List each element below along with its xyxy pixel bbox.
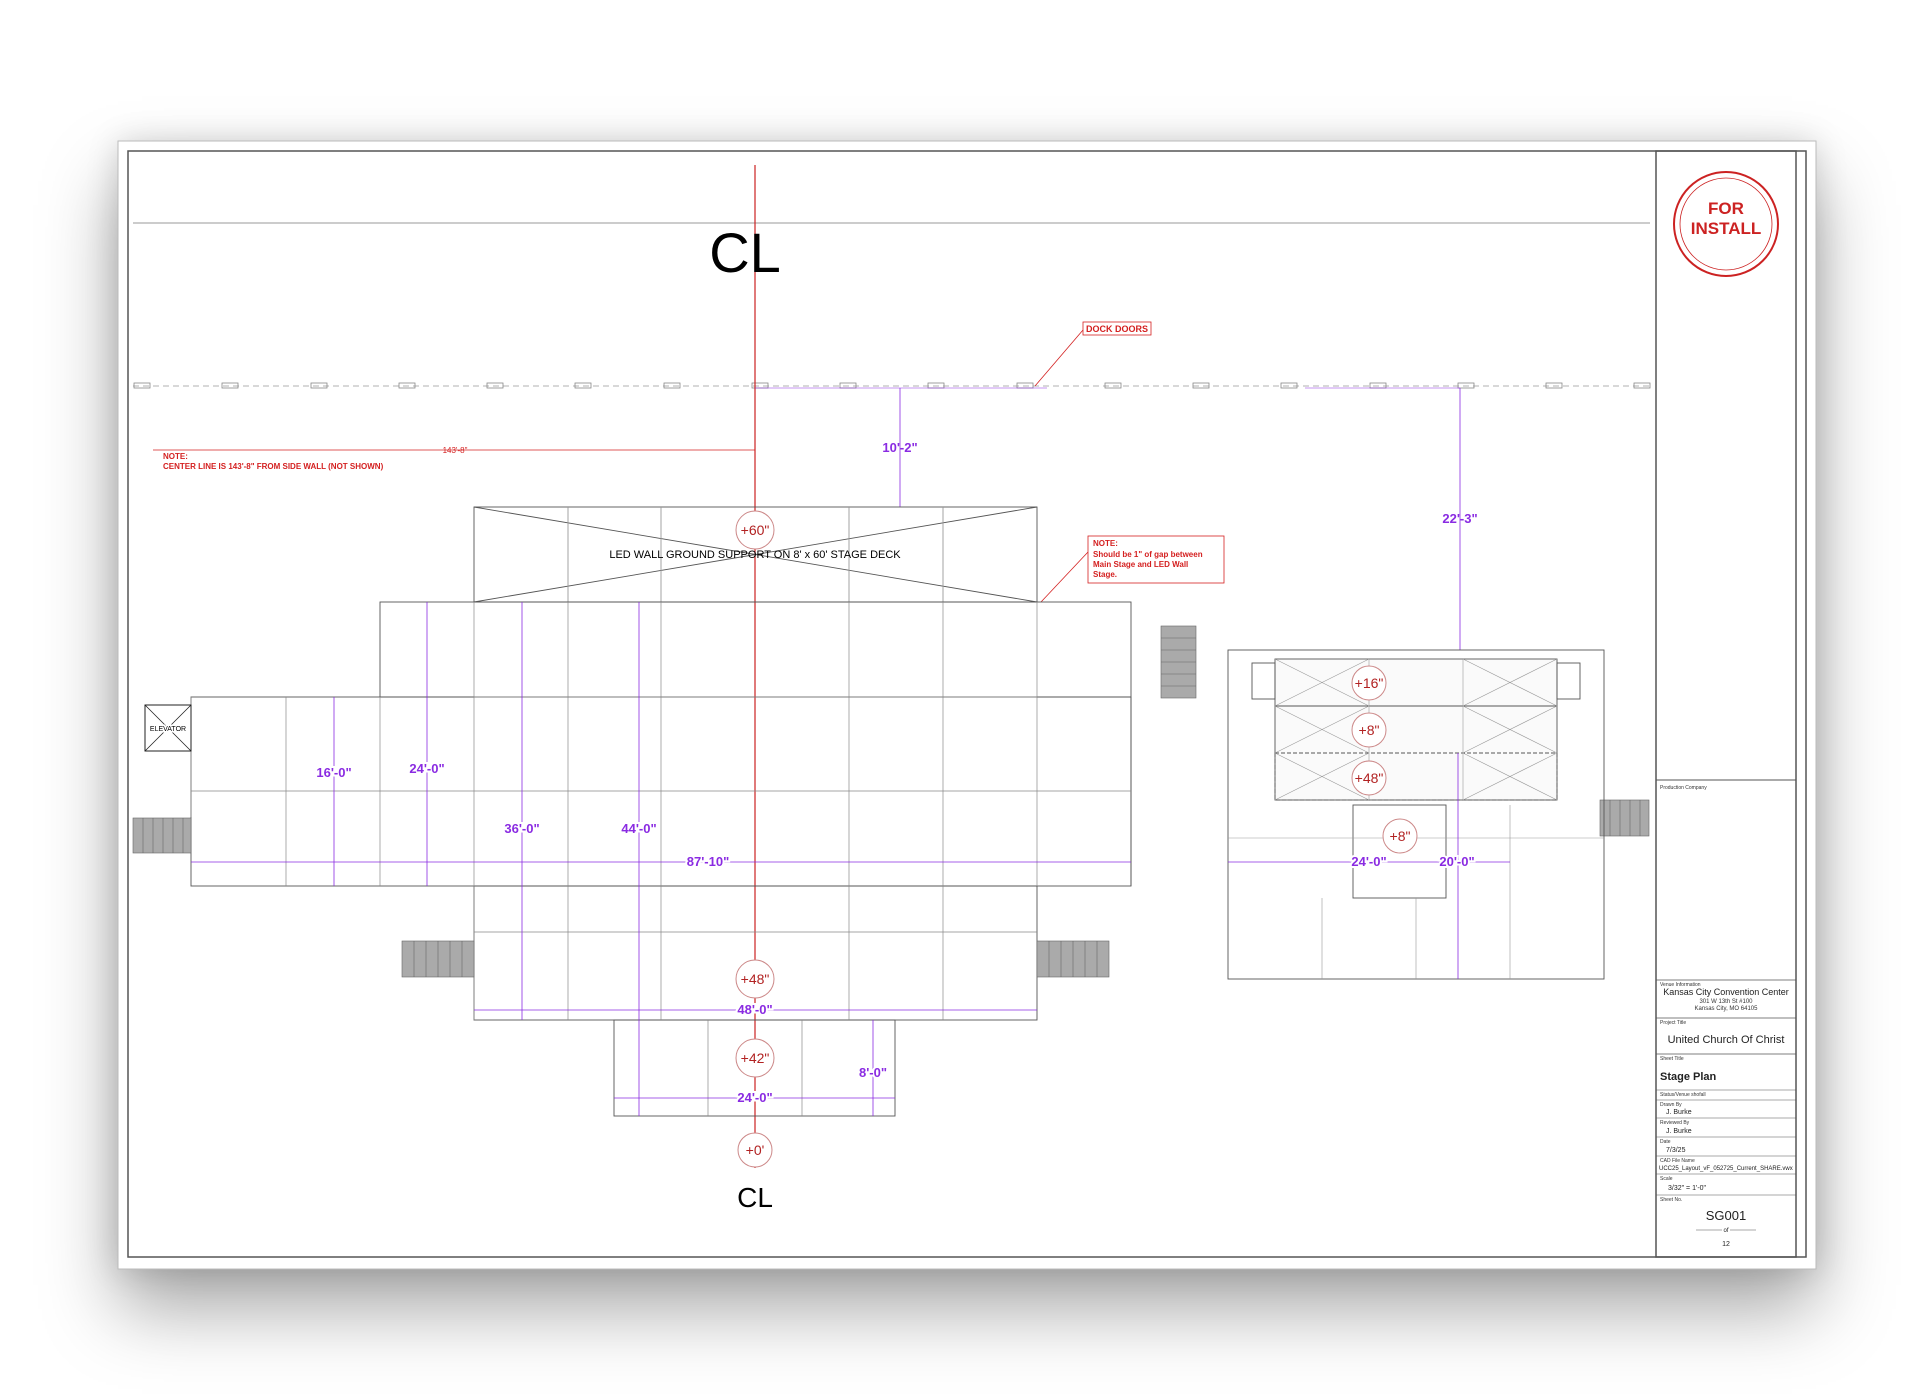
tb-scale-label: Scale [1660, 1176, 1673, 1182]
note-centerline-dimension: 143'-8" [443, 446, 468, 455]
note-centerline: 143'-8" NOTE: CENTER LINE IS 143'-8" FRO… [153, 446, 755, 471]
elevation-side-mid: +8" [1351, 712, 1387, 748]
elevation-side-top: +16" [1351, 665, 1387, 701]
svg-text:+16": +16" [1355, 675, 1384, 691]
dim-24b: 24'-0" [737, 1090, 772, 1105]
tb-date: 7/3/25 [1666, 1147, 1686, 1154]
elevator: ELEVATOR [144, 704, 192, 752]
note-centerline-text: CENTER LINE IS 143'-8" FROM SIDE WALL (N… [163, 462, 384, 471]
tb-sheet-title-label: Sheet Title [1660, 1056, 1684, 1062]
tb-venue-addr1: 301 W 13th St #100 [1699, 999, 1753, 1005]
tb-status-label: Status/Venue shofall [1660, 1092, 1706, 1098]
elevation-main-front: +48" [735, 959, 775, 999]
main-stage-dimensions [191, 602, 1131, 1116]
dim-24a: 24'-0" [409, 761, 444, 776]
svg-text:+48": +48" [1355, 770, 1384, 786]
dim-16: 16'-0" [316, 765, 351, 780]
tb-reviewed-label: Reviewed By [1660, 1120, 1690, 1126]
dim-20: 20'-0" [1439, 854, 1474, 869]
svg-text:+0': +0' [746, 1142, 765, 1158]
centerline-symbol-top: CL [709, 221, 781, 284]
tb-venue-label: Venue Information [1660, 982, 1701, 988]
tb-sheet-total: 12 [1722, 1241, 1730, 1248]
tb-reviewed-by: J. Burke [1666, 1128, 1692, 1135]
title-block-frame [1655, 150, 1797, 1258]
tb-date-label: Date [1660, 1139, 1671, 1145]
dock-doors-label: DOCK DOORS [1086, 324, 1148, 334]
dim-24c: 24'-0" [1351, 854, 1386, 869]
note-gap: NOTE: Should be 1" of gap between Main S… [1040, 535, 1225, 603]
title-block: Production Company Venue Information Kan… [1656, 785, 1796, 1248]
tb-production-label: Production Company [1660, 785, 1707, 791]
tb-sheet-title: Stage Plan [1660, 1071, 1717, 1083]
dock-doors-label-box: DOCK DOORS [1034, 321, 1152, 387]
svg-text:+42": +42" [741, 1050, 770, 1066]
elevation-side-low: +48" [1351, 760, 1387, 796]
tb-cad-label: CAD File Name [1660, 1158, 1695, 1164]
stairs-right [1599, 799, 1650, 837]
led-wall-label: LED WALL GROUND SUPPORT ON 8' x 60' STAG… [609, 549, 901, 561]
note-centerline-title: NOTE: [163, 452, 188, 461]
dim-87: 87'-10" [687, 854, 730, 869]
svg-text:+60": +60" [741, 522, 770, 538]
tb-cad-file: UCC25_Layout_vF_052725_Current_SHARE.vwx [1659, 1166, 1793, 1172]
svg-text:Should be 1" of gap between: Should be 1" of gap between [1093, 550, 1203, 559]
dim-44: 44'-0" [621, 821, 656, 836]
stairs-front-left [401, 940, 475, 978]
stamp-line2: INSTALL [1691, 219, 1762, 238]
tb-sheet-no: SG001 [1706, 1208, 1746, 1223]
sheet-inner-border [127, 150, 1807, 1258]
svg-text:Stage.: Stage. [1093, 570, 1117, 579]
stairs-front-right [1036, 940, 1110, 978]
for-install-stamp: FOR INSTALL [1673, 171, 1779, 277]
tb-sheet-no-label: Sheet No. [1660, 1197, 1682, 1203]
elevation-side-riser: +8" [1382, 818, 1418, 854]
dim-36: 36'-0" [504, 821, 539, 836]
dim-48: 48'-0" [737, 1002, 772, 1017]
tb-venue-addr2: Kansas City, MO 64105 [1695, 1006, 1759, 1012]
stamp-line1: FOR [1708, 199, 1744, 218]
stairs-left [132, 817, 192, 854]
elevation-floor: +0' [737, 1132, 773, 1168]
tb-drawn-by: J. Burke [1666, 1109, 1692, 1116]
tb-venue-name: Kansas City Convention Center [1663, 987, 1789, 997]
svg-text:+48": +48" [741, 971, 770, 987]
svg-text:+8": +8" [1359, 722, 1380, 738]
dock-gap-dimension: 10'-2" [882, 440, 917, 455]
tb-drawn-label: Drawn By [1660, 1102, 1682, 1108]
svg-text:Main Stage and LED Wall: Main Stage and LED Wall [1093, 560, 1188, 569]
elevation-thrust: +42" [735, 1038, 775, 1078]
svg-text:+8": +8" [1390, 828, 1411, 844]
tb-project-label: Project Title [1660, 1020, 1686, 1026]
tb-scale: 3/32" = 1'-0" [1668, 1185, 1707, 1192]
dim-8: 8'-0" [859, 1065, 887, 1080]
elevator-label: ELEVATOR [150, 726, 186, 733]
side-stage-dimensions [1228, 753, 1510, 979]
sheet-outer-border [117, 140, 1817, 1270]
centerline-symbol-bottom: CL [737, 1182, 773, 1213]
tb-project-title: United Church Of Christ [1668, 1034, 1785, 1046]
svg-text:NOTE:: NOTE: [1093, 539, 1118, 548]
stairs-middle [1160, 625, 1197, 699]
tb-of-label: of [1723, 1228, 1728, 1234]
elevation-led-wall: +60" [735, 510, 775, 550]
main-stage-grid [190, 602, 1131, 1116]
side-gap-dimension: 22'-3" [1442, 511, 1477, 526]
